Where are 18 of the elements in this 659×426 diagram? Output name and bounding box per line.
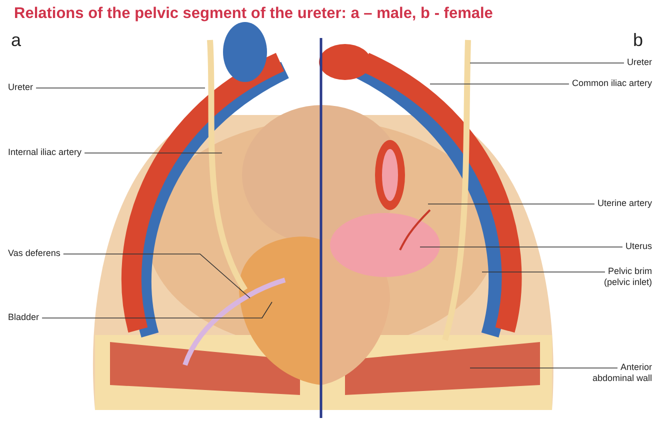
leader-line [84,152,222,154]
diagram-title: Relations of the pelvic segment of the ureter: a – male, b - female [14,5,493,23]
part-label: Anterior abdominal wall [582,362,652,384]
leader-line [470,62,624,64]
part-label: Ureter [626,57,652,68]
panel-letter: b [633,30,644,51]
leader-line [420,246,623,248]
part-label: Common iliac artery [572,78,652,89]
part-label: Uterine artery [597,198,652,209]
part-label: Bladder [8,312,40,323]
part-label: Vas deferens [8,248,60,259]
part-label: Uterus [625,241,652,252]
leader-line [42,302,272,318]
part-label: Internal iliac artery [8,147,82,158]
part-label: Pelvic brim (pelvic inlet) [582,266,652,288]
panel-letter: a [11,30,22,51]
part-label: Ureter [8,82,34,93]
leader-line [62,254,250,298]
